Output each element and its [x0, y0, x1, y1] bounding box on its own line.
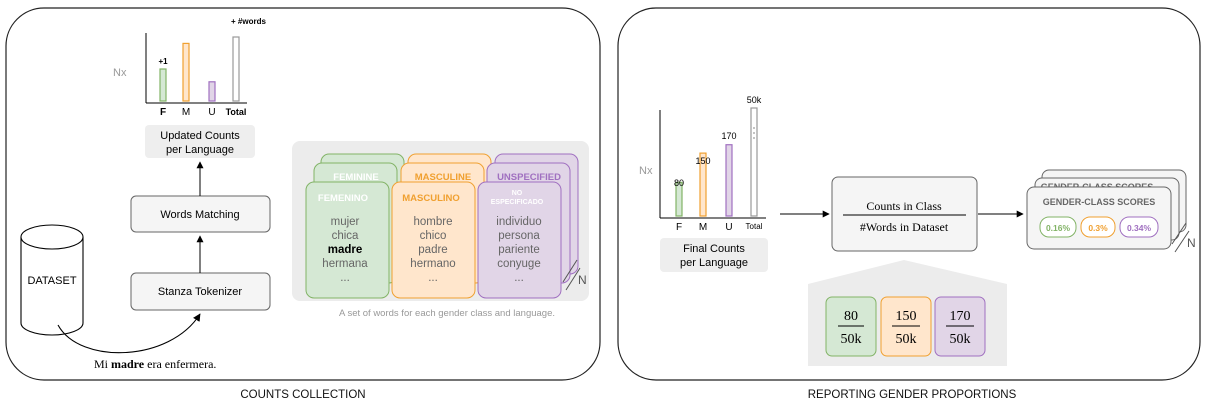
- masculine-card: [391, 181, 476, 299]
- masculine-card-title: MASCULINO: [402, 193, 460, 204]
- unspecified-card: [477, 181, 562, 299]
- unspecified-word: persona: [498, 230, 540, 242]
- unspecified-word: conyuge: [497, 258, 540, 270]
- plus-words-label: + #words: [231, 17, 266, 26]
- formula-box: [831, 176, 978, 252]
- scores-n-marker: N: [1171, 222, 1196, 253]
- bar-label-u: U: [208, 107, 215, 118]
- masculine-word: hombre: [414, 216, 453, 228]
- feminine-word-bold: madre: [328, 244, 363, 256]
- bar-label-total: Total: [226, 107, 247, 117]
- feminine-back-title: FEMININE: [333, 172, 378, 183]
- score-f-value: 0.16%: [1046, 223, 1071, 233]
- feminine-card-title: FEMENINO: [318, 193, 368, 204]
- masculine-back-title: MASCULINE: [415, 172, 471, 183]
- fraction-f-den: 50k: [841, 332, 862, 347]
- axis-break-dot: [753, 127, 755, 129]
- updated-counts-label-line1: Updated Counts: [160, 130, 240, 142]
- feminine-word: ...: [340, 272, 350, 284]
- masculine-word: ...: [428, 272, 438, 284]
- updated-counts-label-box: [145, 125, 255, 158]
- unspecified-card-stack: UNSPECIFIED NO ESPECIFICADO individuo pe…: [477, 153, 579, 299]
- bar-total: [232, 36, 240, 102]
- axis-break-dot: [753, 132, 755, 134]
- scores-n-label: N: [1187, 236, 1196, 250]
- stanza-tokenizer-label: Stanza Tokenizer: [158, 286, 243, 298]
- wordsets-caption: A set of words for each gender class and…: [339, 308, 555, 319]
- score-m-pill: [1080, 216, 1116, 238]
- updated-counts-chart: Nx +1 + #words F M U Total: [113, 17, 266, 118]
- example-sentence: Mi madre era enfermera.: [94, 357, 216, 371]
- final-counts-label-line1: Final Counts: [683, 243, 745, 255]
- bar-label-m: M: [699, 222, 707, 233]
- bar-f: [159, 68, 167, 102]
- reporting-caption: REPORTING GENDER PROPORTIONS: [808, 389, 1017, 401]
- masculine-word: padre: [418, 244, 447, 256]
- masculine-word: hermano: [410, 258, 455, 270]
- bar-value-total: 50k: [747, 95, 762, 105]
- bar-value-u: 170: [721, 131, 736, 141]
- fraction-u-den: 50k: [950, 332, 971, 347]
- bar-label-f: F: [676, 222, 682, 233]
- bar-label-f: F: [160, 107, 166, 118]
- stack-n-marker: N: [562, 259, 587, 291]
- unspecified-card-title: NO: [512, 190, 523, 197]
- plus-one-label: +1: [158, 57, 168, 66]
- n-label: N: [578, 273, 587, 287]
- masculine-card-stack: MASCULINE MASCULINO hombre chico padre h…: [391, 153, 492, 299]
- scores-card-title: GENDER-CLASS SCORES: [1043, 197, 1156, 207]
- nx-label: Nx: [113, 67, 127, 79]
- score-u-pill: [1119, 216, 1159, 238]
- score-f-pill: [1039, 216, 1077, 238]
- bar-u: [725, 144, 733, 217]
- feminine-word: hermana: [322, 258, 368, 270]
- score-u-value: 0.34%: [1127, 223, 1152, 233]
- feminine-word: chica: [332, 230, 359, 242]
- score-m-value: 0.3%: [1088, 223, 1108, 233]
- fraction-f-num: 80: [844, 309, 858, 324]
- arrow-dataset-to-stanza: [57, 313, 201, 354]
- unspecified-word: pariente: [498, 244, 540, 256]
- bar-value-f: 80: [674, 178, 684, 188]
- bar-label-u: U: [725, 222, 732, 233]
- bar-m: [182, 42, 190, 102]
- bar-u: [208, 81, 216, 102]
- bar-m: [699, 152, 707, 217]
- scores-card-stack: GENDER-CLASS SCORES GENDER-CLASS SCORES …: [1026, 169, 1187, 250]
- counts-collection-caption: COUNTS COLLECTION: [240, 389, 365, 401]
- feminine-card: [305, 181, 390, 299]
- dataset-cylinder: DATASET: [20, 224, 84, 336]
- bar-label-total: Total: [746, 222, 763, 231]
- fraction-m-den: 50k: [896, 332, 917, 347]
- dataset-label: DATASET: [27, 275, 76, 287]
- nx-label: Nx: [639, 165, 653, 177]
- bar-value-m: 150: [695, 156, 710, 166]
- formula-denominator: #Words in Dataset: [860, 220, 949, 234]
- words-matching-label: Words Matching: [160, 209, 239, 221]
- bar-label-m: M: [182, 107, 190, 118]
- final-counts-chart: Nx 80 150 170 50k F M U Total: [639, 95, 766, 233]
- updated-counts-label-line2: per Language: [166, 144, 234, 156]
- feminine-card-stack: FEMININE FEMENINO mujer chica madre herm…: [305, 153, 405, 299]
- unspecified-back-title: UNSPECIFIED: [497, 172, 561, 183]
- unspecified-word: ...: [514, 272, 524, 284]
- feminine-word: mujer: [331, 216, 360, 228]
- unspecified-word: individuo: [496, 216, 541, 228]
- fraction-m-num: 150: [896, 309, 917, 324]
- bar-total: [750, 107, 758, 217]
- formula-numerator: Counts in Class: [866, 199, 942, 213]
- bar-f: [675, 181, 683, 217]
- unspecified-card-title: ESPECIFICADO: [491, 199, 544, 206]
- fraction-u-num: 170: [950, 309, 971, 324]
- final-counts-label-box: [660, 238, 768, 272]
- axis-break-dot: [753, 137, 755, 139]
- masculine-word: chico: [420, 230, 447, 242]
- final-counts-label-line2: per Language: [680, 257, 748, 269]
